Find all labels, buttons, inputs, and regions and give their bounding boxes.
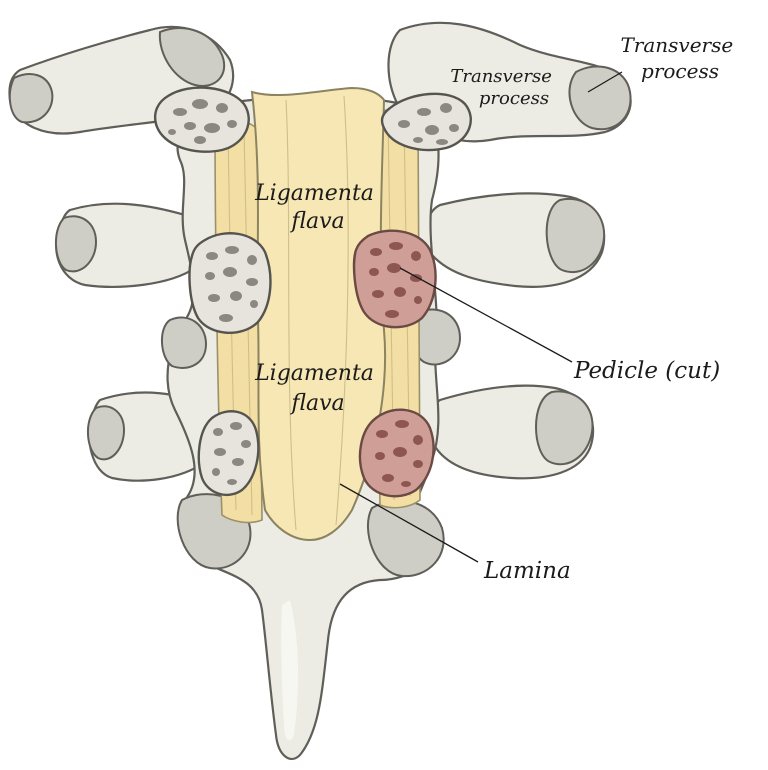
label-pedicle: Pedicle (cut) (573, 358, 720, 384)
upper-left-process-tip (8, 73, 54, 124)
labels: Transverse process Transverse process Li… (254, 33, 739, 584)
ligament-fiber (335, 95, 349, 526)
label-ligamenta-flava-lower: Ligamenta flava (254, 361, 381, 416)
cut-mid-left (188, 232, 272, 335)
cut-pedicle-upper (352, 229, 437, 329)
left-mid-process-tip (55, 215, 98, 273)
label-ligamenta-flava-upper: Ligamenta flava (254, 181, 381, 234)
label-transverse-process-inner: Transverse process (450, 66, 557, 109)
spinous-process-highlight (281, 600, 299, 741)
upper-left-articular (158, 27, 225, 87)
cut-upper-left (154, 86, 250, 153)
mid-left-articular (161, 316, 208, 369)
left-lower-process-tip (87, 405, 126, 461)
cut-pedicle-lower (358, 408, 435, 498)
leader-pedicle (399, 267, 573, 363)
leader-lamina (339, 483, 479, 563)
leader-lines (339, 71, 623, 563)
cut-lower-left (197, 410, 260, 497)
cut-upper-right (380, 92, 472, 152)
upper-right-process-tip (568, 65, 632, 131)
label-lamina: Lamina (483, 558, 571, 584)
right-mid-process-tip (545, 197, 606, 273)
cut-surfaces (154, 86, 472, 498)
right-lower-process-tip (535, 390, 594, 466)
leader-transverse-process (587, 71, 623, 93)
label-transverse-process-outer: Transverse process (620, 33, 739, 83)
ligament-fiber (285, 99, 297, 531)
